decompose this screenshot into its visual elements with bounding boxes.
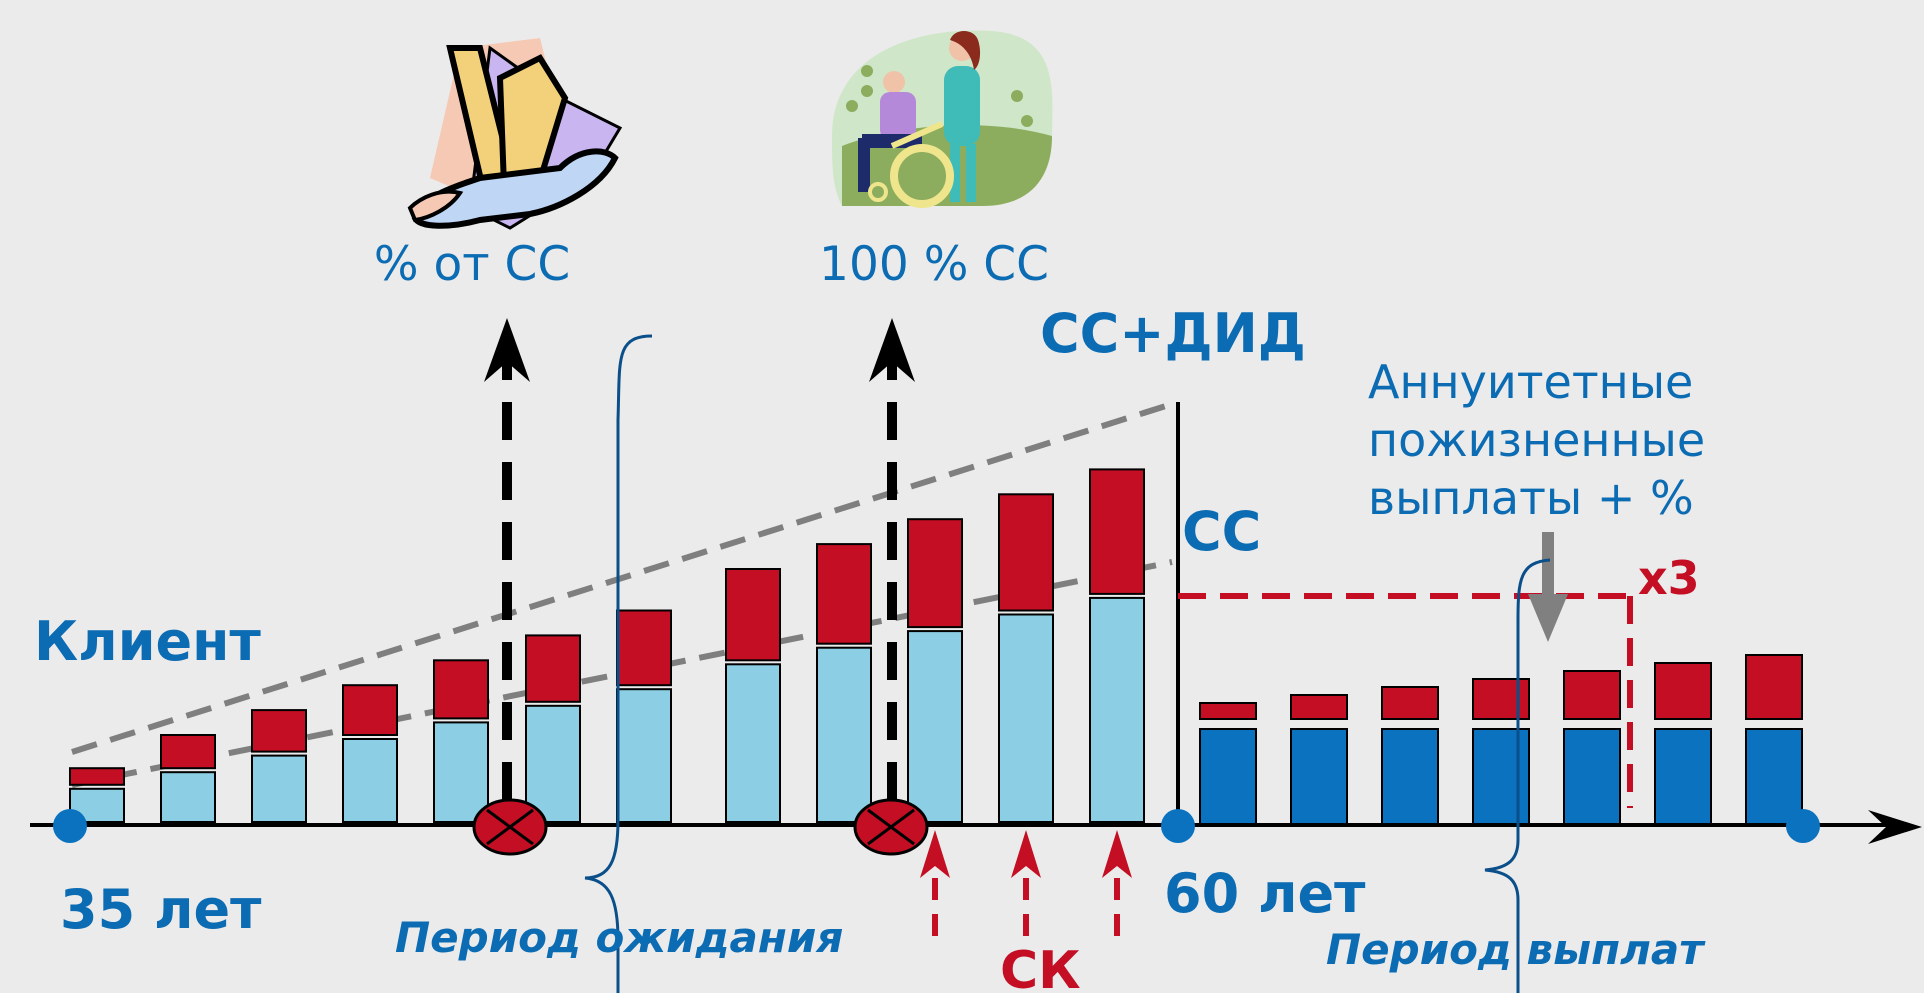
annuity-label-line1: Аннуитетные [1368, 355, 1693, 409]
savings-bar [342, 738, 398, 823]
end-dot [1786, 809, 1820, 843]
waiting-period-label: Период ожидания [395, 913, 843, 962]
savings-bar [160, 771, 216, 824]
start-age-dot [53, 809, 87, 843]
payout-base-bar [1290, 728, 1348, 826]
savings-bar [525, 704, 581, 823]
client-label: Клиент [34, 610, 261, 673]
event-cross-icon [853, 798, 929, 856]
payout-income-bar [1381, 686, 1439, 720]
annuity-pointer-arrow-head [1528, 594, 1568, 642]
payout-base-bar [1199, 728, 1257, 826]
savings-bar [998, 613, 1054, 823]
payout-income-bar [1563, 670, 1621, 720]
start-age-label: 35 лет [60, 878, 262, 941]
savings-bar [816, 646, 872, 824]
savings-bar [251, 754, 307, 823]
wheelchair-caregiver-icon [832, 30, 1053, 208]
timeline-axis-arrow [1868, 810, 1922, 844]
income-bar [616, 609, 672, 687]
sk-arrow-head [1011, 830, 1041, 878]
savings-bar [907, 630, 963, 823]
income-bar [69, 767, 125, 786]
sk-arrows [920, 830, 1132, 936]
sk-label: СК [1000, 941, 1081, 993]
waiting-period-brace [584, 334, 653, 993]
payout-base-bar [1563, 728, 1621, 826]
sk-arrow-head [920, 830, 950, 878]
full-benefit-label: 100 % СС [819, 237, 1049, 292]
broken-arm-cast-icon [407, 38, 623, 230]
payout-base-bar [1745, 728, 1803, 826]
income-bar [433, 659, 489, 720]
income-bar [342, 684, 398, 737]
payout-income-bar [1472, 678, 1530, 720]
payout-bars [1199, 654, 1803, 826]
sk-arrow-head [1102, 830, 1132, 878]
income-bar [816, 543, 872, 645]
income-bar [725, 568, 781, 662]
retirement-age-dot [1161, 809, 1195, 843]
income-bar [998, 493, 1054, 612]
annuity-label-line3: выплаты + % [1368, 471, 1694, 525]
sum-plus-income-label: СС+ДИД [1040, 302, 1306, 365]
savings-bar [616, 688, 672, 824]
partial-benefit-label: % от СС [374, 237, 570, 292]
payout-income-bar [1745, 654, 1803, 720]
payout-base-bar [1381, 728, 1439, 826]
income-bar [525, 634, 581, 703]
event-cross-icon [472, 798, 548, 856]
event-arrow-full-head [869, 318, 915, 382]
income-bar [1089, 468, 1145, 595]
payout-income-bar [1654, 662, 1712, 720]
annuity-label-line2: пожизненные [1368, 413, 1705, 467]
retirement-age-label: 60 лет [1164, 862, 1366, 925]
payout-period-label: Период выплат [1326, 925, 1706, 974]
savings-bar [433, 721, 489, 824]
income-bar [907, 518, 963, 629]
savings-bar [725, 663, 781, 823]
accumulation-bars [69, 468, 1145, 824]
payout-income-bar [1290, 694, 1348, 720]
income-bar [251, 709, 307, 753]
income-bar [160, 734, 216, 770]
payout-income-bar [1199, 702, 1257, 720]
event-arrow-partial-head [484, 318, 530, 382]
sum-insured-label: СС [1182, 500, 1261, 563]
payout-period-brace [1484, 558, 1551, 993]
multiplier-label: х3 [1638, 551, 1700, 605]
payout-base-bar [1654, 728, 1712, 826]
savings-bar [1089, 596, 1145, 824]
trend-line-upper [71, 401, 1173, 755]
payout-base-bar [1472, 728, 1530, 826]
